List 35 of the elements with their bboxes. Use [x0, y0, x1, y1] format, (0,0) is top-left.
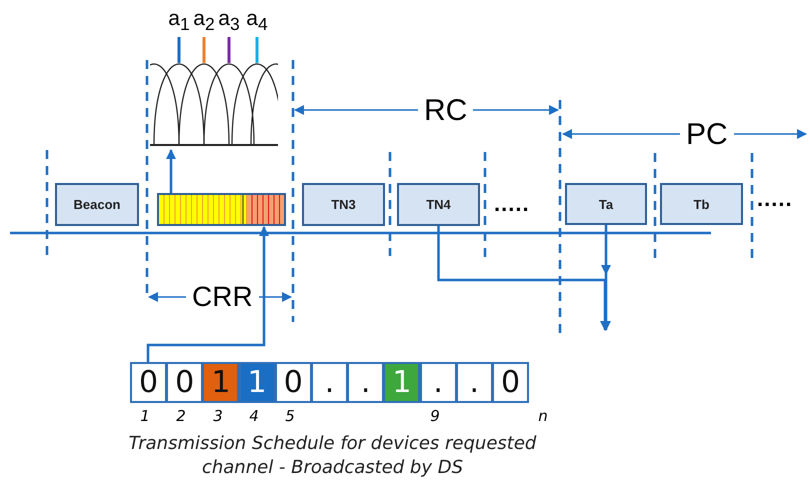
contention-slot-bar	[157, 193, 286, 226]
subcarrier-spectrum-drawing	[150, 37, 278, 149]
ellipsis-dots: .....	[494, 193, 530, 215]
schedule-cell: .	[311, 362, 348, 403]
subscript-label: a$_{3}$	[218, 8, 240, 34]
arrow	[601, 225, 611, 331]
schedule-cell: .	[420, 362, 457, 403]
time-slot-box: TN4	[397, 183, 480, 226]
schedule-cell: 1	[238, 362, 276, 403]
schedule-cell: 1	[202, 362, 240, 403]
time-slot-box: Beacon	[55, 183, 139, 226]
time-slot-box: TN3	[302, 183, 385, 226]
schedule-cell: 0	[166, 362, 204, 403]
index-number: 4	[249, 409, 259, 424]
ellipsis-dots: .....	[757, 188, 793, 210]
schedule-cell: .	[347, 362, 384, 403]
subscript-label: a$_{4}$	[246, 8, 268, 34]
schedule-cell: 1	[383, 362, 420, 403]
schedule-cell: .	[456, 362, 493, 403]
schedule-cell: 0	[492, 362, 529, 403]
index-number: 2	[176, 409, 186, 424]
schedule-cell: 0	[274, 362, 312, 403]
time-slot-box: Tb	[660, 183, 743, 225]
index-number: n	[538, 409, 548, 424]
index-number: 3	[213, 409, 223, 424]
arrow	[146, 226, 269, 362]
subscript-label: a$_{1}$	[168, 8, 190, 34]
index-number: 9	[430, 409, 440, 424]
subscript-label: a$_{2}$	[193, 8, 215, 34]
time-slot-box: Ta	[565, 183, 647, 225]
caption: Transmission Schedule for devices requested channel - Broadcasted by DS	[128, 432, 538, 480]
index-number: 1	[140, 409, 150, 424]
arrow	[166, 149, 176, 193]
index-number: 5	[285, 409, 295, 424]
schedule-cell: 0	[130, 362, 167, 403]
